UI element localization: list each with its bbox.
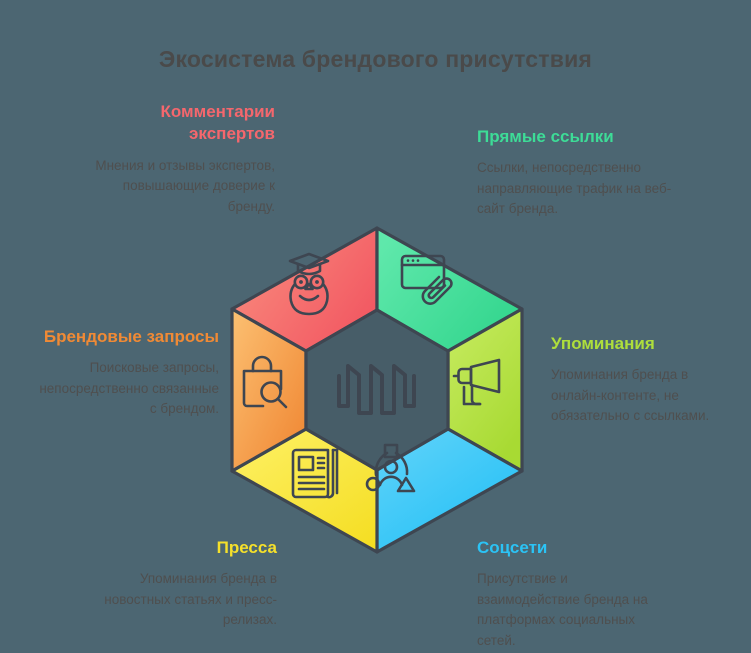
segment-body-expert-comments: Мнения и отзывы экспертов, повышающие до… [95,157,275,214]
segment-label-expert-comments: Комментарии экспертов Мнения и отзывы эк… [95,101,275,217]
segment-heading-expert-comments: Комментарии экспертов [160,102,275,144]
hexagon-diagram [215,213,540,568]
segment-body-direct-links: Ссылки, непосредственно направляющие тра… [477,160,672,217]
segment-label-brand-queries: Брендовые запросы Поисковые запросы, неп… [34,326,219,420]
segment-heading-brand-queries: Брендовые запросы [43,327,219,346]
megaphone-icon [452,358,501,406]
segment-heading-mentions: Упоминания [551,334,655,353]
owl-graduate-icon [288,252,330,316]
segment-label-social-networks: Соцсети Присутствие и взаимодействие бре… [477,537,672,652]
segment-body-brand-queries: Поисковые запросы, непосредственно связа… [39,360,219,417]
segment-label-press: Пресса Упоминания бренда в новостных ста… [92,537,277,631]
segment-label-mentions: Упоминания Упоминания бренда в онлайн-ко… [551,333,741,427]
social-group-icon [365,443,416,493]
segment-body-social-networks: Присутствие и взаимодействие бренда на п… [477,571,648,648]
segment-heading-social-networks: Соцсети [477,538,548,557]
page-title: Экосистема брендового присутствия [158,46,593,72]
newspaper-icon [291,448,339,499]
browser-paperclip-icon [400,254,453,305]
segment-heading-direct-links: Прямые ссылки [477,127,614,146]
shopping-bag-search-icon [242,355,288,409]
segment-body-mentions: Упоминания бренда в онлайн-контенте, не … [551,367,710,424]
segment-label-direct-links: Прямые ссылки Ссылки, непосредственно на… [477,126,672,220]
segment-heading-press: Пресса [216,538,277,557]
brand-crown-logo-icon [337,364,416,415]
segment-body-press: Упоминания бренда в новостных статьях и … [104,571,277,628]
